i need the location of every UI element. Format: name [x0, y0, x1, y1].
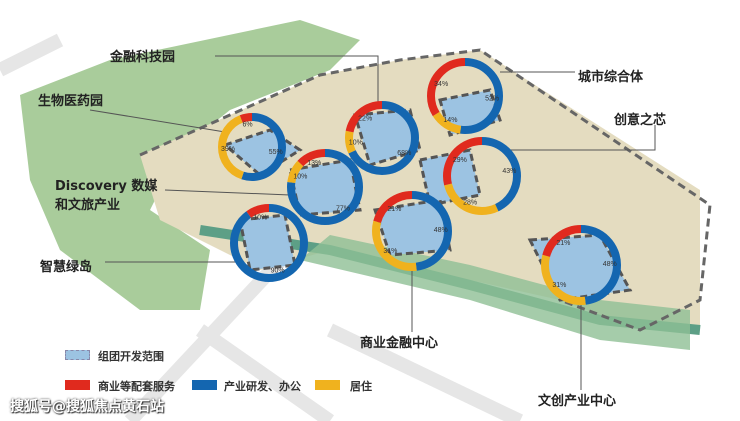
legend-zone: 组团开发范围: [98, 350, 164, 363]
legend-swatch-residential: [315, 380, 340, 390]
donut-label-red: 6%: [242, 121, 252, 128]
donut-segment-red: [287, 149, 363, 225]
donut-label-yellow: 10%: [293, 173, 307, 180]
donut-segment-yellow: [218, 113, 286, 181]
donut-label-red: 34%: [434, 81, 448, 88]
donut-segment-red: [372, 191, 452, 271]
donut-segment-red: [443, 137, 521, 215]
legend-commercial: 商业等配套服务: [98, 380, 175, 393]
donut-commerce-finance: 48% 31% 21%: [372, 191, 452, 271]
donut-label-blue: 48%: [434, 227, 448, 234]
donut-green-island: 90% 10%: [230, 204, 308, 282]
leader-lines: [89, 55, 656, 390]
donut-segment-red: [345, 101, 419, 175]
donut-label-red: 10%: [253, 214, 267, 221]
donut-label-blue: 43%: [502, 168, 516, 175]
donut-label-red: 22%: [358, 116, 372, 123]
legend-residential: 居住: [350, 380, 372, 393]
donut-label-blue: 52%: [485, 96, 499, 103]
district-boundary: [139, 48, 712, 332]
green-park-area: [20, 20, 360, 310]
watermark: 搜狐号@搜狐焦点黄石站: [10, 399, 164, 415]
donut-label-yellow: 31%: [552, 282, 566, 289]
donut-label-blue: 90%: [271, 268, 285, 275]
donut-cultural-creative: 48% 31% 21%: [541, 225, 621, 305]
donut-label-red: 21%: [556, 240, 570, 247]
donut-segment-red: [230, 204, 308, 282]
donut-label-red: 29%: [453, 157, 467, 164]
donut-segment-red: [427, 58, 503, 134]
donut-label-red: 21%: [387, 206, 401, 213]
legend-industry: 产业研发、办公: [224, 380, 301, 393]
donut-charts: 55%39%6%68%10%22%52%14%34%77%10%13%90%10…: [218, 58, 621, 305]
donut-segment-red: [218, 113, 286, 181]
donut-segment-yellow: [345, 101, 419, 175]
donut-creative-core: 43% 28% 29%: [443, 137, 521, 215]
label-biomed-park: 生物医药园: [38, 94, 104, 109]
donut-label-red: 13%: [307, 160, 321, 167]
donut-fintech: 68% 10% 22%: [345, 101, 419, 175]
donut-label-yellow: 31%: [383, 248, 397, 255]
label-fintech-park: 金融科技园: [110, 50, 176, 65]
donut-discovery: 77% 10%13%: [287, 149, 363, 225]
donut-urban-complex: 52% 14% 34%: [427, 58, 503, 134]
donut-biomed: 55% 39% 6%: [218, 113, 286, 181]
donut-segment-yellow: [541, 225, 621, 305]
donut-label-yellow: 39%: [221, 146, 235, 153]
donut-segment-red: [541, 225, 621, 305]
legend-swatch-zone: [65, 350, 90, 360]
donut-label-blue: 77%: [336, 205, 350, 212]
label-cultural-creative: 文创产业中心: [538, 394, 617, 409]
donut-label-blue: 48%: [603, 261, 617, 268]
label-green-island: 智慧绿岛: [40, 260, 93, 275]
label-discovery-line2: 和文旅产业: [55, 198, 121, 213]
donut-label-yellow: 10%: [349, 139, 363, 146]
donut-label-yellow: 14%: [443, 117, 457, 124]
label-creative-core: 创意之芯: [614, 113, 667, 128]
legend-swatch-commercial: [65, 380, 90, 390]
donut-label-blue: 68%: [397, 150, 411, 157]
label-discovery-line1: Discovery 数媒: [55, 179, 158, 194]
label-commerce-finance: 商业金融中心: [360, 336, 439, 351]
donut-label-blue: 55%: [269, 149, 283, 156]
donut-segment-yellow: [443, 137, 521, 215]
legend-swatch-industry: [192, 380, 217, 390]
donut-segment-yellow: [372, 191, 452, 271]
donut-label-yellow: 28%: [463, 199, 477, 206]
label-urban-complex: 城市综合体: [578, 70, 644, 85]
